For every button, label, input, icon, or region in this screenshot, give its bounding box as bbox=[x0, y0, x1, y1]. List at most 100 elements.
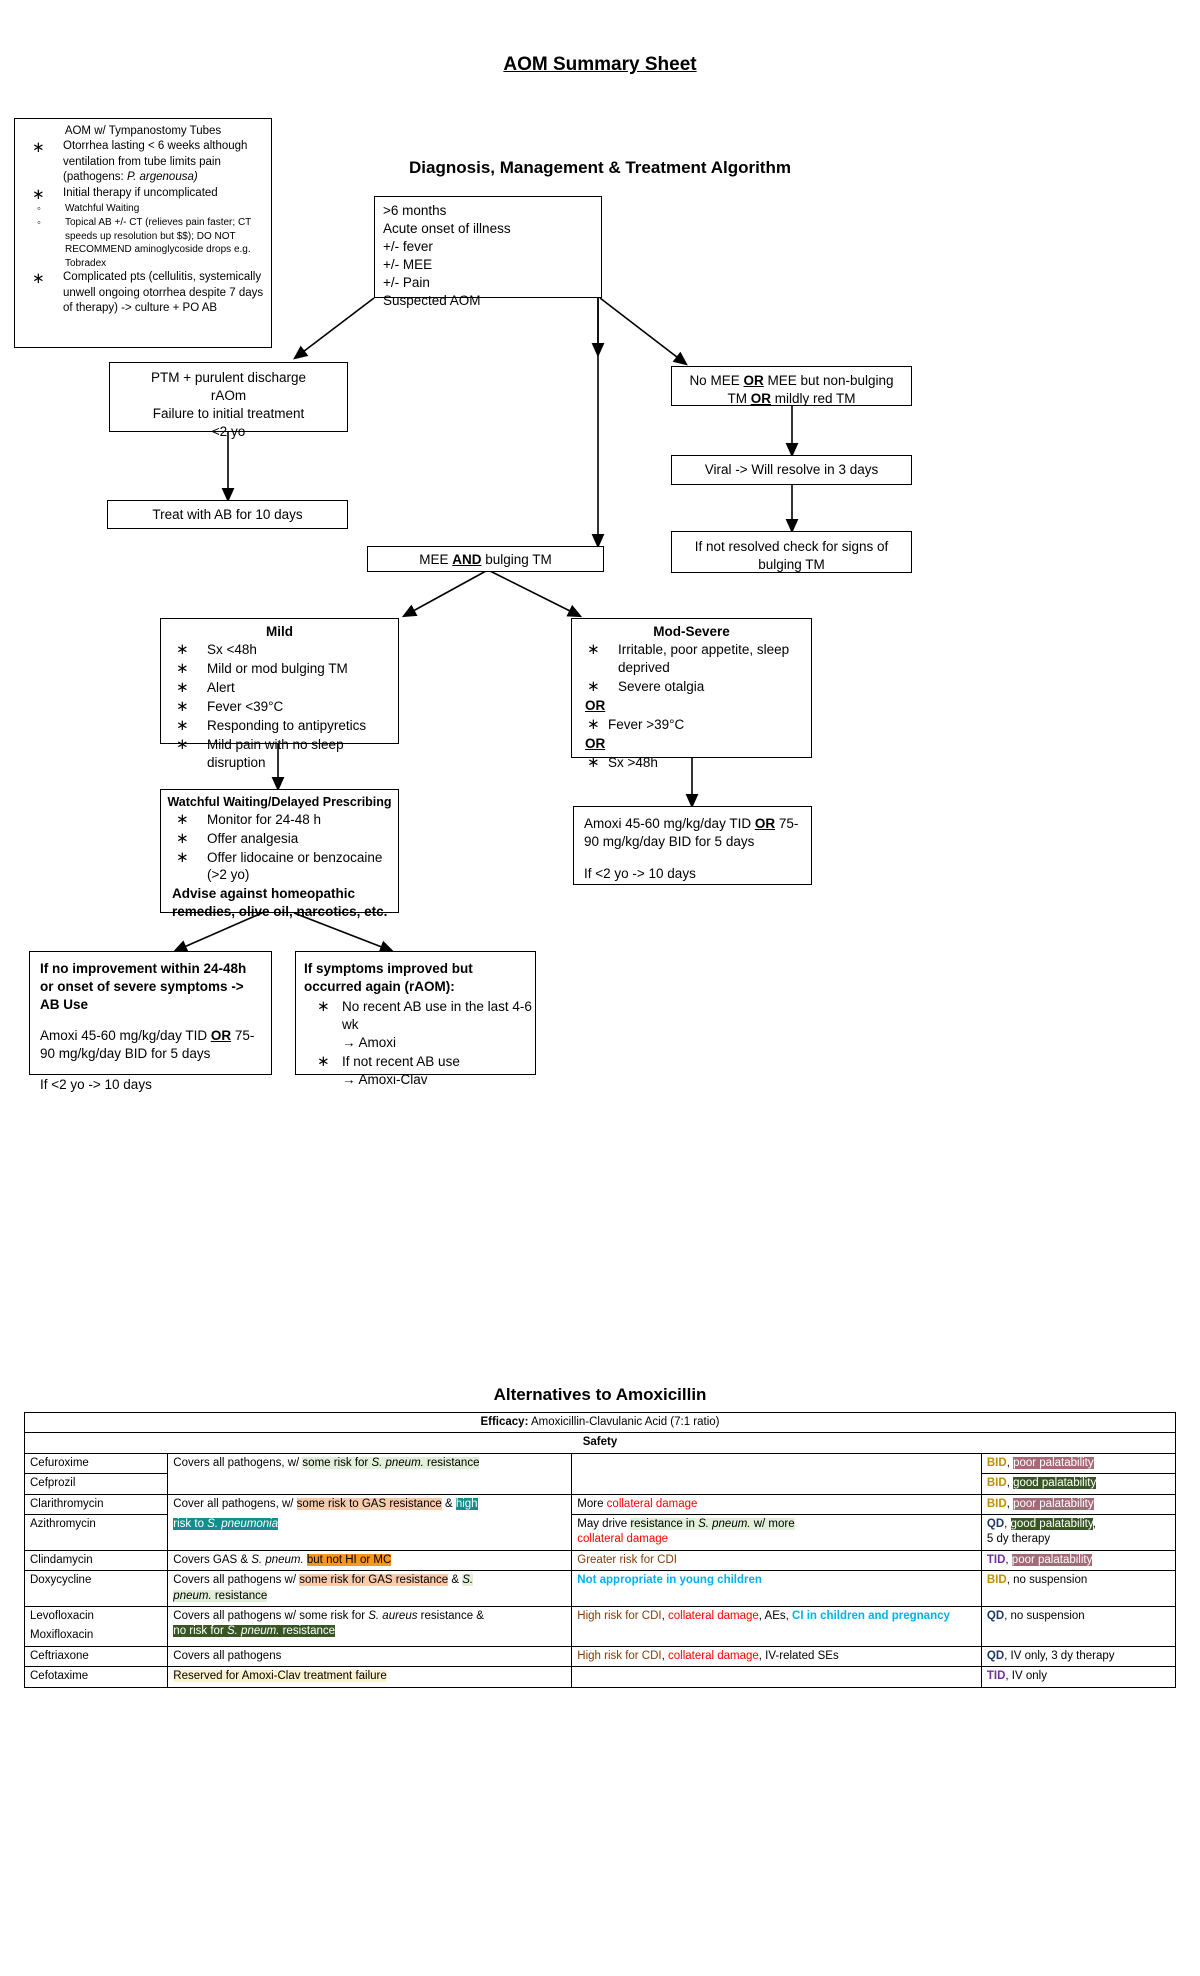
mod-severe-item-4: Sx >48h bbox=[574, 753, 809, 773]
tubes-heading: AOM w/ Tympanostomy Tubes bbox=[64, 125, 222, 137]
highlight-cream: Reserved for Amoxi-Clav treatment failur… bbox=[173, 1670, 387, 1683]
highlight-green: pneum. resistance bbox=[173, 1589, 268, 1602]
efficacy-label: Efficacy: bbox=[480, 1416, 529, 1428]
treat-ab-10-days-box: Treat with AB for 10 days bbox=[107, 500, 348, 529]
table-row: Levofloxacin Covers all pathogens w/ som… bbox=[23, 1606, 1177, 1647]
table-row: Cefprozil BID, good palatability bbox=[23, 1473, 1177, 1495]
algorithm-title: Diagnosis, Management & Treatment Algori… bbox=[409, 158, 791, 177]
or-keyword: OR bbox=[754, 816, 776, 831]
table-row: Ceftriaxone Covers all pathogens High ri… bbox=[23, 1645, 1177, 1668]
mild-item-4: Fever <39°C bbox=[163, 697, 396, 717]
drug-name-cefprozil: Cefprozil bbox=[23, 1473, 169, 1495]
mod-severe-heading: Mod-Severe bbox=[653, 624, 730, 639]
mee-and-text: MEE AND bulging TM bbox=[419, 552, 552, 567]
collateral-damage-text: collateral damage bbox=[668, 1649, 759, 1662]
ptm-line-3: Failure to initial treatment bbox=[152, 405, 305, 421]
collateral-damage-text: collateral damage bbox=[668, 1610, 759, 1623]
improved-heading: If symptoms improved but occurred again … bbox=[304, 961, 473, 994]
start-line-6: Suspected AOM bbox=[383, 292, 481, 308]
drug-name-ceftriaxone: Ceftriaxone bbox=[23, 1645, 169, 1668]
viral-label: Viral -> Will resolve in 3 days bbox=[704, 462, 879, 477]
mild-item-6: Mild pain with no sleep disruption bbox=[163, 735, 396, 772]
start-line-3: +/- fever bbox=[383, 238, 433, 254]
highlight-green: S. bbox=[462, 1574, 474, 1587]
improved-item-2: If not recent AB use → Amoxi-Clav bbox=[304, 1052, 533, 1089]
dose-freq: BID bbox=[986, 1477, 1007, 1490]
no-improvement-rx: Amoxi 45-60 mg/kg/day TID OR 75-90 mg/kg… bbox=[40, 1027, 255, 1061]
alternatives-table: Efficacy: Amoxicillin-Clavulanic Acid (7… bbox=[23, 1411, 1177, 1688]
ptm-line-4: <2 yo bbox=[211, 423, 246, 439]
start-line-2: Acute onset of illness bbox=[383, 220, 511, 236]
tympanostomy-tubes-box: AOM w/ Tympanostomy Tubes Otorrhea lasti… bbox=[14, 118, 272, 348]
collateral-damage-text: collateral damage bbox=[577, 1533, 669, 1546]
if-not-resolved-label: If not resolved check for signs of bulgi… bbox=[694, 539, 889, 572]
dosing-clarithromycin: BID, poor palatability bbox=[980, 1493, 1177, 1516]
effects-cefuroxime bbox=[571, 1452, 982, 1474]
mee-and-bulging-box: MEE AND bulging TM bbox=[367, 546, 604, 572]
dosing-fluoroquinolones: QD, no suspension bbox=[980, 1606, 1177, 1647]
coverage-cefprozil bbox=[167, 1473, 573, 1495]
pathogen-name: P. argenousa) bbox=[126, 170, 198, 183]
watchful-waiting-box: Watchful Waiting/Delayed Prescribing Mon… bbox=[160, 789, 399, 919]
coverage-azithromycin: risk to S. pneumonia bbox=[167, 1514, 573, 1551]
ptm-purulent-box: PTM + purulent discharge rAOm Failure to… bbox=[109, 362, 348, 439]
collateral-damage-text: collateral damage bbox=[606, 1497, 698, 1510]
contraindication-text: CI in children and pregnancy bbox=[792, 1610, 950, 1623]
table-row: Cefuroxime Covers all pathogens, w/ some… bbox=[23, 1452, 1177, 1475]
palatability-badge: poor palatability bbox=[1013, 1497, 1094, 1510]
drug-name-doxycycline: Doxycycline bbox=[23, 1570, 169, 1608]
dosing-cefprozil: BID, good palatability bbox=[980, 1473, 1177, 1495]
efficacy-value: Amoxicillin-Clavulanic Acid (7:1 ratio) bbox=[528, 1416, 720, 1428]
dose-freq: QD bbox=[986, 1610, 1005, 1623]
coverage-doxycycline: Covers all pathogens w/ some risk for GA… bbox=[167, 1570, 573, 1608]
table-row: Cefotaxime Reserved for Amoxi-Clav treat… bbox=[23, 1666, 1177, 1688]
coverage-cefotaxime: Reserved for Amoxi-Clav treatment failur… bbox=[167, 1666, 573, 1688]
viral-resolve-box: Viral -> Will resolve in 3 days bbox=[671, 455, 912, 485]
dose-freq: TID bbox=[986, 1670, 1006, 1683]
mild-item-1: Sx <48h bbox=[163, 640, 396, 660]
coverage-cefuroxime: Covers all pathogens, w/ some risk for S… bbox=[167, 1452, 573, 1474]
suspension-note: , no suspension bbox=[1006, 1574, 1088, 1587]
palatability-badge: good palatability bbox=[1010, 1518, 1093, 1531]
therapy-duration: 5 dy therapy bbox=[986, 1533, 1051, 1546]
mod-severe-item-1: Irritable, poor appetite, sleep deprived bbox=[574, 640, 809, 677]
highlight-green: some risk for S. pneum. resistance bbox=[302, 1456, 480, 1469]
cdi-risk-text: High risk for CDI bbox=[577, 1610, 662, 1623]
watchful-item-2: Offer analgesia bbox=[163, 829, 396, 849]
watchful-advise: Advise against homeopathic remedies, oli… bbox=[172, 886, 388, 920]
drug-name-moxifloxacin: Moxifloxacin bbox=[23, 1626, 169, 1647]
effects-cefotaxime bbox=[571, 1666, 982, 1688]
if-not-resolved-box: If not resolved check for signs of bulgi… bbox=[671, 531, 912, 573]
mod-severe-item-2: Severe otalgia bbox=[574, 677, 809, 697]
effects-fluoroquinolones: High risk for CDI, collateral damage, AE… bbox=[571, 1606, 982, 1647]
table-row: Azithromycin risk to S. pneumonia May dr… bbox=[23, 1514, 1177, 1551]
treat-ab-label: Treat with AB for 10 days bbox=[152, 507, 303, 522]
suspension-note: , no suspension bbox=[1004, 1610, 1085, 1623]
mod-severe-treatment-box: Amoxi 45-60 mg/kg/day TID OR 75-90 mg/kg… bbox=[573, 806, 812, 885]
no-improvement-heading: If no improvement within 24-48h or onset… bbox=[40, 961, 247, 1012]
effects-azithromycin: May drive resistance in S. pneum. w/ mor… bbox=[571, 1514, 982, 1551]
or-keyword-2: OR bbox=[750, 390, 771, 406]
start-line-4: +/- MEE bbox=[383, 256, 433, 272]
route-note: , IV only bbox=[1005, 1670, 1047, 1683]
dosing-clindamycin: TID, poor palatability bbox=[980, 1549, 1177, 1572]
tubes-bullet-2: Initial therapy if uncomplicated bbox=[19, 185, 267, 205]
mod-severe-or-2: OR bbox=[585, 735, 606, 751]
mild-item-3: Alert bbox=[163, 678, 396, 698]
tubes-bullet-1: Otorrhea lasting < 6 weeks although vent… bbox=[19, 138, 267, 185]
effects-clarithromycin: More collateral damage bbox=[571, 1493, 982, 1516]
improved-item-1-arrow: → Amoxi bbox=[342, 1034, 397, 1050]
coverage-clindamycin: Covers GAS & S. pneum. but not HI or MC bbox=[167, 1549, 573, 1572]
dose-freq: BID bbox=[986, 1497, 1007, 1510]
no-mee-text: No MEE OR MEE but non-bulging TM OR mild… bbox=[689, 373, 894, 406]
watchful-heading: Watchful Waiting/Delayed Prescribing bbox=[167, 795, 392, 809]
start-criteria-box: >6 months Acute onset of illness +/- fev… bbox=[374, 196, 602, 308]
mod-severe-box: Mod-Severe Irritable, poor appetite, sle… bbox=[571, 618, 812, 773]
improved-item-2-arrow: → Amoxi-Clav bbox=[342, 1071, 428, 1087]
dosing-doxycycline: BID, no suspension bbox=[980, 1570, 1177, 1608]
mild-item-5: Responding to antipyretics bbox=[163, 716, 396, 736]
route-note: , IV only, 3 dy therapy bbox=[1004, 1649, 1115, 1662]
drug-name-cefotaxime: Cefotaxime bbox=[23, 1666, 169, 1688]
no-improvement-box: If no improvement within 24-48h or onset… bbox=[29, 951, 272, 1092]
or-keyword: OR bbox=[210, 1027, 232, 1043]
